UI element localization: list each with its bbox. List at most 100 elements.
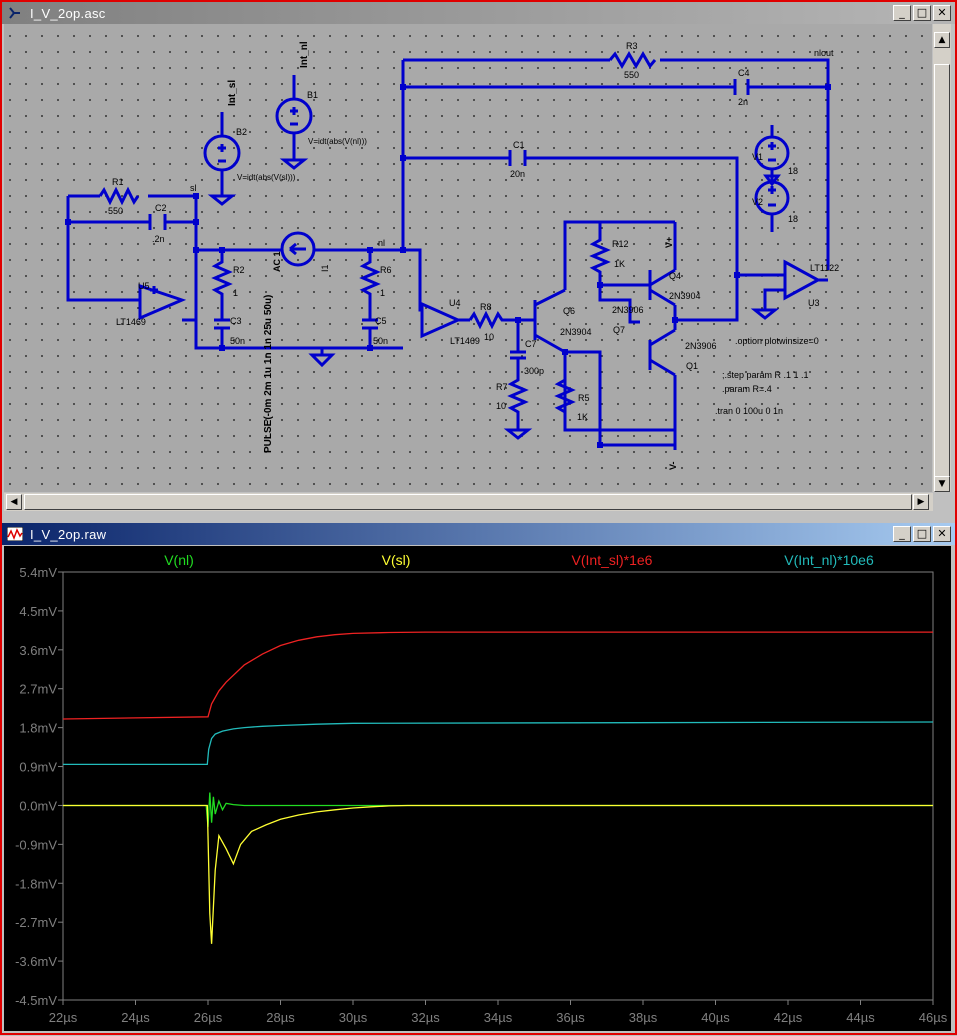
label-q1-part: 2N3906 <box>685 341 717 351</box>
label-q4-part: 2N3904 <box>669 291 701 301</box>
label-c5-val: 50n <box>373 336 388 346</box>
label-u3-part: LT1122 <box>810 263 839 273</box>
schematic-canvas[interactable]: Int_sl Int_nl B1 B2 V=idt(abs(V(nl))) V=… <box>4 24 932 492</box>
plot-titlebar[interactable]: I_V_2op.raw _ □ ✕ <box>2 523 955 545</box>
trace-label[interactable]: V(Int_sl)*1e6 <box>572 552 653 568</box>
label-r2-val: 1 <box>233 288 238 298</box>
plot-frame <box>62 571 934 1001</box>
label-q6: Q6 <box>563 306 575 316</box>
schematic-vertical-scrollbar[interactable]: ▲ ▼ <box>933 24 951 492</box>
label-c3: C3 <box>230 316 242 326</box>
scroll-left-icon[interactable]: ◀ <box>6 494 22 510</box>
maximize-button[interactable]: □ <box>913 5 931 21</box>
x-tick-label: 34µs <box>484 1010 513 1025</box>
y-tick-label: 2.7mV <box>19 682 57 697</box>
close-button[interactable]: ✕ <box>933 5 951 21</box>
x-tick-label: 22µs <box>49 1010 78 1025</box>
minimize-button[interactable]: _ <box>893 5 911 21</box>
schematic-window-title: I_V_2op.asc <box>30 5 106 21</box>
label-c2: C2 <box>155 203 167 213</box>
plot-minimize-button[interactable]: _ <box>893 526 911 542</box>
label-c1: C1 <box>513 140 525 150</box>
directive-param: .param R=.4 <box>722 384 772 394</box>
label-r7-val: 10 <box>496 401 506 411</box>
plot-close-button[interactable]: ✕ <box>933 526 951 542</box>
label-r12-val: 1K <box>614 259 625 269</box>
label-b2: B2 <box>236 127 247 137</box>
y-tick-label: 5.4mV <box>19 565 57 580</box>
label-r8: R8 <box>480 302 492 312</box>
label-nl: nl <box>378 238 385 248</box>
x-tick-label: 26µs <box>194 1010 223 1025</box>
label-r3: R3 <box>626 41 638 51</box>
x-tick-label: 24µs <box>121 1010 150 1025</box>
scroll-down-icon[interactable]: ▼ <box>934 476 950 492</box>
x-tick-label: 46µs <box>919 1010 948 1025</box>
label-sl: sl <box>190 183 197 193</box>
label-c3-val: 50n <box>230 336 245 346</box>
label-r1: R1 <box>112 177 124 187</box>
label-r12: R12 <box>612 239 629 249</box>
scroll-right-icon[interactable]: ▶ <box>913 494 929 510</box>
label-u5-part: LT1469 <box>116 317 146 327</box>
label-r3-val: 550 <box>624 70 639 80</box>
label-c7-val: 300p <box>524 366 544 376</box>
x-tick-label: 36µs <box>556 1010 585 1025</box>
y-tick-label: -0.9mV <box>15 837 57 852</box>
y-tick-label: 1.8mV <box>19 721 57 736</box>
schematic-titlebar[interactable]: I_V_2op.asc _ □ ✕ <box>2 2 955 24</box>
scroll-thumb[interactable] <box>934 64 950 484</box>
label-q7-part: 2N3906 <box>612 305 644 315</box>
label-r5-val: 1K <box>577 412 588 422</box>
x-tick-label: 38µs <box>629 1010 658 1025</box>
trace-label[interactable]: V(sl) <box>382 552 411 568</box>
label-r2: R2 <box>233 265 245 275</box>
trace-line <box>63 804 933 944</box>
trace-label[interactable]: V(nl) <box>164 552 194 568</box>
waveform-icon <box>6 526 24 542</box>
plot-maximize-button[interactable]: □ <box>913 526 931 542</box>
label-i1: I1 <box>320 264 330 272</box>
label-c4: C4 <box>738 68 750 78</box>
label-q1: Q1 <box>686 361 698 371</box>
label-r6-val: 1 <box>380 288 385 298</box>
label-r7: R7 <box>496 382 508 392</box>
label-v2: V2 <box>752 197 763 207</box>
label-c4-val: 2n <box>738 97 748 107</box>
x-tick-label: 42µs <box>774 1010 803 1025</box>
y-tick-label: 4.5mV <box>19 604 57 619</box>
trace-line <box>62 631 933 720</box>
label-u3: U3 <box>808 298 820 308</box>
label-u4: U4 <box>449 298 461 308</box>
label-q7: Q7 <box>613 325 625 335</box>
trace-line <box>63 721 934 766</box>
label-int-sl: Int_sl <box>227 80 238 106</box>
label-r8-val: 10 <box>484 332 494 342</box>
schematic-horizontal-scrollbar[interactable]: ◀ ▶ <box>4 493 933 511</box>
label-int-nl: Int_nl <box>299 41 310 68</box>
y-tick-label: -1.8mV <box>15 876 57 891</box>
hscroll-thumb[interactable] <box>24 494 912 510</box>
label-c5: C5 <box>375 316 387 326</box>
y-tick-label: 0.0mV <box>19 798 57 813</box>
directive-step: ;.step param R .1 1 .1 <box>722 370 809 380</box>
label-v1: V1 <box>752 152 763 162</box>
trace-label[interactable]: V(Int_nl)*10e6 <box>784 552 874 568</box>
y-tick-label: 3.6mV <box>19 643 57 658</box>
plot-window-title: I_V_2op.raw <box>30 526 107 542</box>
scroll-up-icon[interactable]: ▲ <box>934 32 950 48</box>
label-q1-vminus: V- <box>668 461 678 470</box>
x-tick-label: 32µs <box>411 1010 440 1025</box>
label-i1-ac: AC 1 <box>272 251 282 272</box>
label-i1-pulse: PULSE(-0m 2m 1u 1n 1n 25u 50u) <box>263 295 274 453</box>
label-q4-vplus: V+ <box>664 237 674 248</box>
label-c7: C7 <box>525 339 537 349</box>
label-r6: R6 <box>380 265 392 275</box>
waveform-plot[interactable]: 5.4mV 4.5mV 3.6mV 2.7mV 1.8mV 0.9mV 0.0mV -0.9m… <box>4 546 951 1031</box>
x-tick-label: 40µs <box>701 1010 730 1025</box>
y-tick-label: -2.7mV <box>15 915 57 930</box>
directive-tran: .tran 0 100u 0 1n <box>715 406 783 416</box>
label-c2-val: .2n <box>152 234 165 244</box>
y-tick-label: 0.9mV <box>19 760 57 775</box>
label-q4: Q4 <box>669 271 681 281</box>
